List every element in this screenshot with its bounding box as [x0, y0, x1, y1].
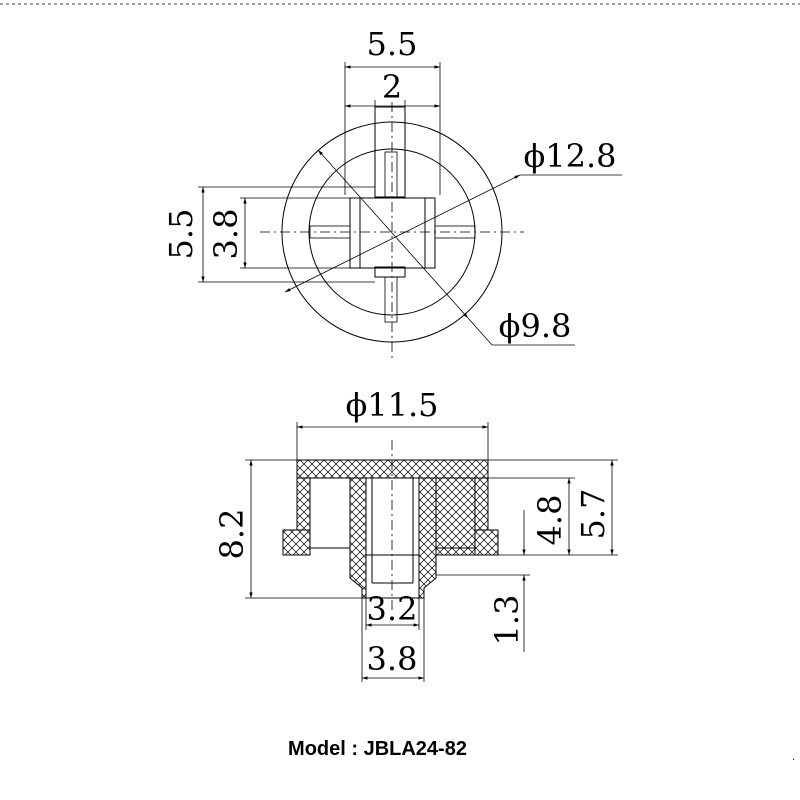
model-label: Model : JBLA24-82 [288, 738, 467, 760]
dim-height-inner: 3.8 [207, 209, 245, 260]
dim-side-dia: ϕ11.5 [345, 386, 438, 424]
dim-width-outer: 5.5 [367, 25, 418, 63]
corner-mark: . [792, 752, 795, 763]
dim-cap-height: 5.7 [574, 489, 612, 540]
dim-width-inner: 2 [382, 68, 402, 106]
dim-stem-height: 1.3 [488, 595, 526, 646]
side-view: ϕ11.5 8.2 5.7 4.8 1.3 3.2 3.8 [213, 386, 618, 682]
dim-inner-height: 4.8 [531, 495, 569, 546]
cap-section [296, 459, 499, 599]
top-view: 5.5 2 5.5 3.8 ϕ12.8 ϕ9.8 [162, 25, 622, 362]
dim-stem-width: 3.8 [367, 640, 418, 678]
dim-hole-width: 3.2 [367, 590, 418, 628]
dim-height-outer: 5.5 [162, 209, 200, 260]
dim-dia-inner: ϕ9.8 [499, 307, 572, 345]
dim-side-height: 8.2 [213, 509, 251, 560]
dim-dia-outer: ϕ12.8 [523, 137, 616, 175]
